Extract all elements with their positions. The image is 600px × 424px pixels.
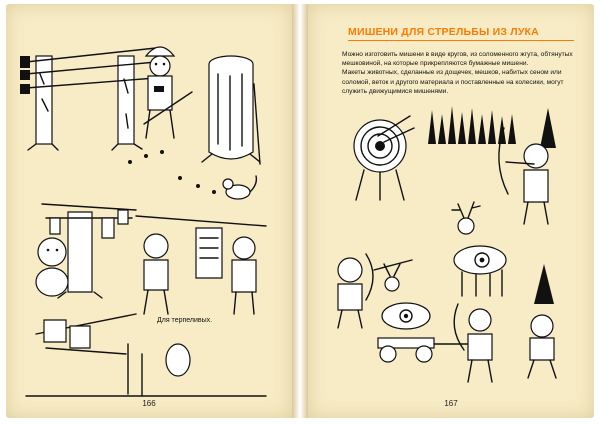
pulling-boys-drawing bbox=[453, 303, 557, 383]
wheeled-deer-drawing bbox=[377, 263, 493, 363]
body-text: Можно изготовить мишени в виде кругов, и… bbox=[342, 50, 582, 96]
page-title: МИШЕНИ ДЛЯ СТРЕЛЬБЫ ИЗ ЛУКА bbox=[348, 26, 539, 38]
clothesline-boys-drawing bbox=[135, 215, 267, 315]
right-page: МИШЕНИ ДЛЯ СТРЕЛЬБЫ ИЗ ЛУКА Можно изгото… bbox=[308, 4, 594, 418]
forest-silhouette-drawing bbox=[428, 106, 556, 148]
pine-tree-drawing bbox=[534, 264, 554, 304]
footprints-drawing bbox=[128, 150, 216, 194]
left-page: Для терпеливых. 166 bbox=[6, 4, 292, 418]
archer-top-drawing bbox=[498, 127, 549, 225]
deer-target-drawing bbox=[451, 201, 507, 297]
caption-text: Для терпеливых. bbox=[157, 317, 213, 324]
book-gutter bbox=[292, 4, 308, 418]
log-drawing bbox=[201, 55, 261, 165]
boots-drawing bbox=[25, 313, 267, 397]
bow-boy-drawing bbox=[337, 253, 413, 329]
laundry-tree-drawing bbox=[41, 203, 137, 299]
cat-drawing bbox=[222, 175, 258, 200]
page-number-left: 166 bbox=[142, 399, 156, 408]
rifle-rack-drawing bbox=[20, 47, 157, 151]
page-number-right: 167 bbox=[444, 399, 458, 408]
sitting-boy-drawing bbox=[35, 237, 69, 297]
paragraph: Можно изготовить мишени в виде кругов, и… bbox=[342, 51, 573, 68]
hunter-drawing bbox=[143, 46, 193, 139]
archery-target-drawing bbox=[353, 115, 415, 201]
title-underline bbox=[348, 40, 574, 41]
paragraph: Макеты животных, сделанные из дощечек, м… bbox=[342, 69, 564, 95]
right-page-illustration bbox=[337, 106, 557, 383]
left-page-illustration bbox=[20, 46, 267, 397]
